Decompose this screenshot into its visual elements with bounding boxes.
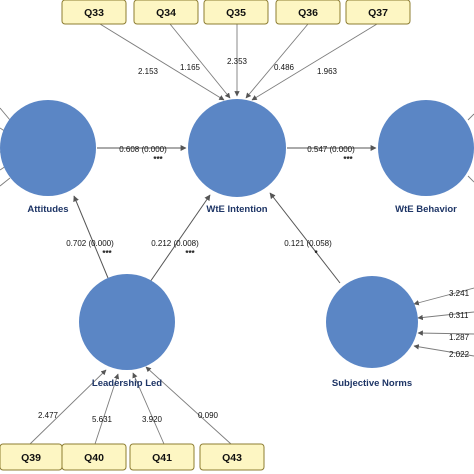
indicator-q40: Q40 [61, 443, 127, 471]
construct-circle [188, 99, 286, 197]
loading-q43: 0.090 [198, 411, 219, 420]
path-coefficients: 0.608 (0.000) *** 0.547 (0.000) *** 0.70… [66, 145, 355, 258]
construct-circle [378, 100, 474, 196]
construct-wte-behavior: WtE Behavior [378, 100, 474, 215]
coef-attitudes-intention: 0.608 (0.000) [119, 145, 167, 154]
arrow-beh-1 [467, 113, 474, 121]
bottom-loadings: 2.477 5.631 3.920 0.090 [38, 411, 219, 424]
indicator-label: Q37 [368, 7, 388, 19]
indicator-box [129, 443, 195, 471]
arrow-norms-3 [417, 330, 474, 336]
loading-q36: 0.486 [274, 63, 295, 72]
indicator-box [61, 0, 127, 25]
arrow-norms-4 [413, 344, 474, 357]
coef-norms-intention: 0.121 (0.058) [284, 239, 332, 248]
arrow-norms-2 [417, 311, 474, 321]
indicator-label: Q34 [156, 7, 176, 19]
construct-circle [79, 274, 175, 370]
indicator-q37: Q37 [345, 0, 411, 25]
construct-label: Leadership Led [92, 378, 162, 389]
sig-norms-intention: * [314, 249, 318, 258]
arrow-q41 [132, 372, 165, 445]
construct-circle [326, 276, 418, 368]
indicator-q39: Q39 [0, 443, 63, 471]
arrow-att-1 [0, 107, 11, 121]
sig-attitudes-intention: *** [153, 155, 163, 164]
structural-paths [73, 145, 377, 284]
arrow-norms-1 [413, 287, 474, 306]
indicator-label: Q33 [84, 7, 104, 19]
norms-loadings: 3.241 0.311 1.287 2.022 [449, 289, 470, 359]
indicator-label: Q39 [21, 452, 41, 464]
top-indicator-arrows [99, 23, 378, 101]
indicator-label: Q43 [222, 452, 242, 464]
indicator-q34: Q34 [133, 0, 199, 25]
arrow-q40 [94, 373, 120, 445]
loading-q40: 5.631 [92, 415, 113, 424]
indicator-q41: Q41 [129, 443, 195, 471]
indicator-label: Q35 [226, 7, 246, 19]
path-leadership-attitudes [73, 195, 109, 279]
top-loadings: 2.153 1.165 2.353 0.486 1.963 [138, 57, 338, 76]
arrow-beh-3 [467, 175, 474, 183]
construct-wte-intention: WtE Intention [188, 99, 286, 215]
loading-norms-4: 2.022 [449, 350, 470, 359]
loading-q41: 3.920 [142, 415, 163, 424]
arrow-q33 [99, 23, 225, 101]
construct-circle [0, 100, 96, 196]
arrow-att-5 [0, 177, 11, 187]
sig-intention-behavior: *** [343, 155, 353, 164]
construct-attitudes: Attitudes [0, 100, 96, 215]
construct-label: WtE Intention [206, 204, 267, 215]
construct-label: Subjective Norms [332, 378, 412, 389]
coef-leadership-intention: 0.212 (0.008) [151, 239, 199, 248]
indicator-box [203, 0, 269, 25]
indicator-box [275, 0, 341, 25]
path-leadership-intention [149, 194, 211, 283]
loading-norms-1: 3.241 [449, 289, 470, 298]
loading-norms-2: 0.311 [449, 311, 469, 320]
indicator-box [61, 443, 127, 471]
coef-intention-behavior: 0.547 (0.000) [307, 145, 355, 154]
path-norms-intention [269, 192, 341, 284]
indicator-box [345, 0, 411, 25]
arrow-q36 [245, 23, 309, 99]
indicator-q33: Q33 [61, 0, 127, 25]
indicator-label: Q41 [152, 452, 172, 464]
arrow-q39 [29, 369, 107, 445]
bottom-indicators: Q39 Q40 Q41 Q43 [0, 443, 265, 471]
indicator-label: Q36 [298, 7, 318, 19]
arrow-q43 [145, 366, 232, 445]
construct-subjective-norms: Subjective Norms [326, 276, 418, 389]
sig-leadership-intention: *** [185, 249, 195, 258]
bottom-indicator-arrows [29, 366, 232, 445]
indicator-q36: Q36 [275, 0, 341, 25]
top-indicators: Q33 Q34 Q35 Q36 Q37 [61, 0, 411, 25]
loading-q39: 2.477 [38, 411, 59, 420]
arrow-q37 [251, 23, 378, 101]
construct-leadership-led: Leadership Led [79, 274, 175, 389]
indicator-box [199, 443, 265, 471]
sig-leadership-attitudes: *** [102, 249, 112, 258]
indicator-box [133, 0, 199, 25]
arrow-q34 [169, 23, 231, 99]
coef-leadership-attitudes: 0.702 (0.000) [66, 239, 114, 248]
loading-q37: 1.963 [317, 67, 338, 76]
construct-label: WtE Behavior [395, 204, 457, 215]
loading-q34: 1.165 [180, 63, 201, 72]
norms-indicator-arrows [413, 287, 474, 357]
construct-label: Attitudes [27, 204, 68, 215]
indicator-label: Q40 [84, 452, 104, 464]
loading-norms-3: 1.287 [449, 333, 470, 342]
indicator-q43: Q43 [199, 443, 265, 471]
indicator-q35: Q35 [203, 0, 269, 25]
loading-q35: 2.353 [227, 57, 248, 66]
loading-q33: 2.153 [138, 67, 159, 76]
